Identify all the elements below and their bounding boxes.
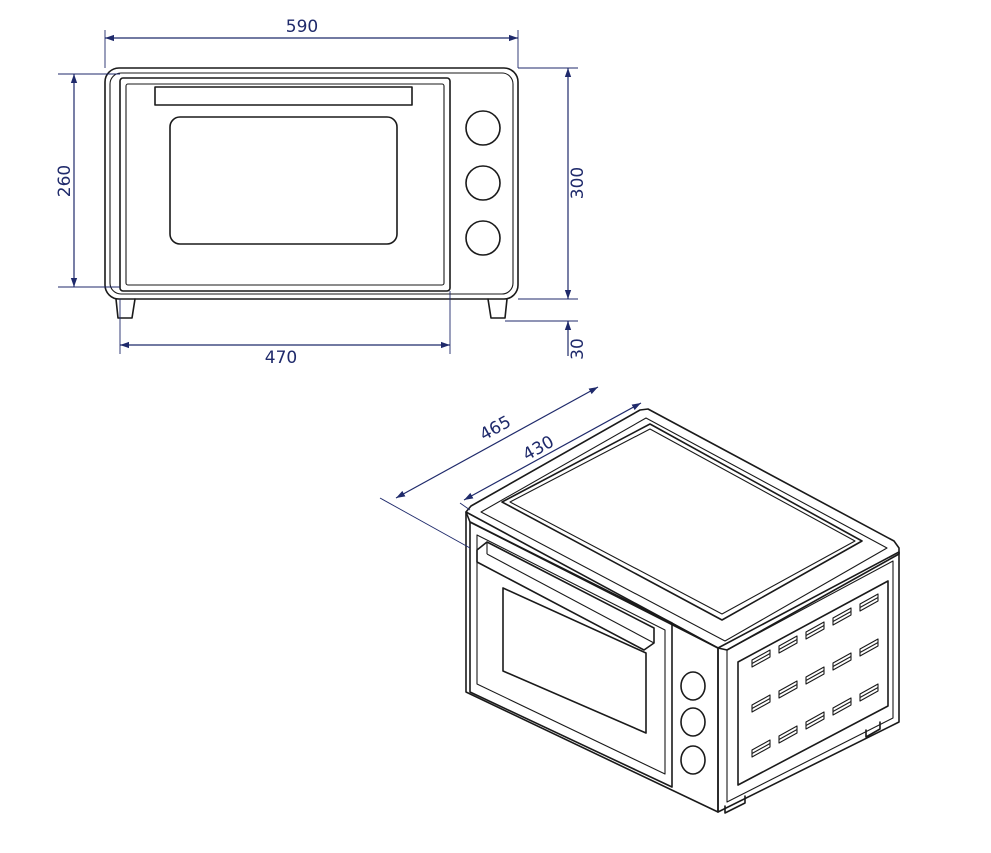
vent-slot-divider [859, 642, 879, 653]
vent-slot [778, 680, 798, 699]
oven-door-outer [469, 521, 673, 788]
oven-door-frame [125, 83, 445, 286]
vent-slot [859, 638, 879, 657]
oven-side-face-inner [726, 560, 894, 803]
vent-slot-divider [832, 701, 852, 712]
isometric-dimensions: 465 430 [379, 386, 642, 549]
dimension-line-body-depth [463, 402, 642, 501]
vent-slot [832, 607, 852, 626]
vent-slot [805, 666, 825, 685]
oven-door-window [502, 587, 647, 734]
vent-slot-divider [751, 743, 771, 754]
vent-slot-divider [751, 698, 771, 709]
door-window [169, 116, 398, 245]
front-foot-left [115, 298, 136, 319]
dimension-label-feet-height: 30 [568, 338, 588, 360]
control-panel-top-edge [671, 622, 719, 649]
vent-slot-divider [751, 653, 771, 664]
vent-slot [805, 621, 825, 640]
control-knob-top [465, 110, 501, 146]
front-view-dimensions: 590 470 260 300 30 [55, 17, 588, 368]
vent-slot-divider [805, 715, 825, 726]
vent-slot-divider [859, 597, 879, 608]
dimension-label-overall-height: 300 [568, 167, 588, 199]
vent-slot [805, 711, 825, 730]
front-foot-right [487, 298, 508, 319]
vent-slot [859, 593, 879, 612]
oven-foot-front [724, 795, 746, 814]
extension-line [459, 502, 471, 511]
oven-top-panel-inner [509, 428, 856, 615]
vent-slot [859, 683, 879, 702]
oven-body-outline [104, 67, 519, 300]
isometric-view [465, 408, 900, 814]
vent-slot [778, 725, 798, 744]
vent-slot [751, 739, 771, 758]
door-handle-edge [486, 553, 655, 644]
control-knob-top [680, 671, 706, 701]
vent-slot-divider [778, 684, 798, 695]
dimension-label-width: 590 [286, 17, 318, 37]
vent-slot-divider [832, 656, 852, 667]
dimension-label-overall-depth: 465 [477, 412, 515, 445]
vent-slot-divider [832, 611, 852, 622]
oven-door-inner [476, 534, 666, 775]
vent-slot-divider [805, 625, 825, 636]
extension-line [379, 497, 471, 549]
control-knob-bottom [465, 220, 501, 256]
vent-slot-divider [778, 729, 798, 740]
oven-side-face [717, 551, 900, 813]
dimension-label-inner-height: 260 [55, 165, 75, 197]
oven-side-vent-panel [737, 580, 889, 786]
dimension-label-body-width: 470 [265, 348, 297, 368]
vent-slot-divider [805, 670, 825, 681]
vent-slot [832, 697, 852, 716]
control-knob-bottom [680, 745, 706, 775]
vent-slot [751, 694, 771, 713]
vent-slot [778, 635, 798, 654]
vent-slot-divider [778, 639, 798, 650]
vent-slot [751, 649, 771, 668]
control-knob-middle [465, 165, 501, 201]
side-vents [751, 593, 879, 758]
oven-foot-rear [865, 721, 881, 738]
front-view [104, 67, 519, 319]
vent-slot-divider [859, 687, 879, 698]
control-knob-middle [680, 707, 706, 737]
door-handle [154, 86, 413, 106]
vent-slot [832, 652, 852, 671]
oven-body-inner-outline [109, 72, 514, 295]
